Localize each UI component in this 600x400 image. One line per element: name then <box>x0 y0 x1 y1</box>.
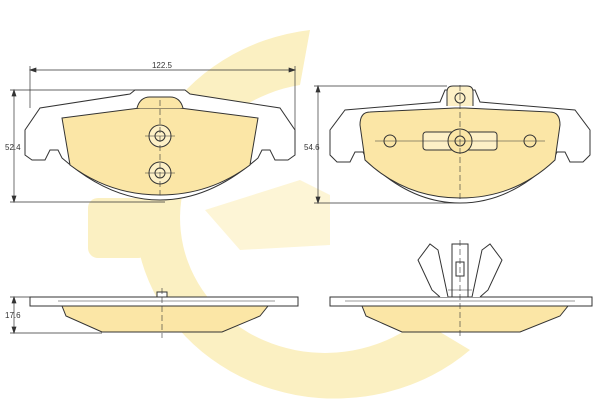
width-arrow-left <box>28 67 37 73</box>
thickness-arrow-top <box>11 295 17 304</box>
left-friction-material <box>61 107 259 196</box>
left-pad-side-view <box>29 288 299 338</box>
height-rear-label: 54.6 <box>304 143 320 152</box>
left-side-friction <box>61 305 270 333</box>
height-rear-dimension <box>314 84 460 205</box>
width-label: 122.5 <box>152 61 173 70</box>
right-pad-front-view <box>329 85 591 204</box>
height-front-arrow-top <box>11 88 17 97</box>
thickness-arrow-bottom <box>11 326 17 335</box>
right-side-friction <box>361 305 570 333</box>
width-dimension <box>28 66 297 130</box>
height-front-dimension <box>10 88 165 204</box>
height-rear-arrow-top <box>315 84 321 93</box>
width-arrow-right <box>288 67 297 73</box>
thickness-dimension <box>10 295 102 335</box>
right-side-backing-plate <box>329 296 593 307</box>
height-front-label: 52.4 <box>5 143 21 152</box>
spring-clip-left-arm <box>417 243 449 298</box>
right-pad-side-view <box>329 240 593 338</box>
watermark-small-block <box>88 198 148 258</box>
watermark-inner-bar <box>205 180 330 250</box>
spring-clip-right-arm <box>471 243 503 298</box>
left-pad-front-view <box>24 89 296 201</box>
left-side-backing-plate <box>29 296 299 307</box>
thickness-label: 17.6 <box>5 311 21 320</box>
watermark-logo <box>88 30 470 399</box>
height-rear-arrow-bottom <box>315 196 321 205</box>
height-front-arrow-bottom <box>11 195 17 204</box>
